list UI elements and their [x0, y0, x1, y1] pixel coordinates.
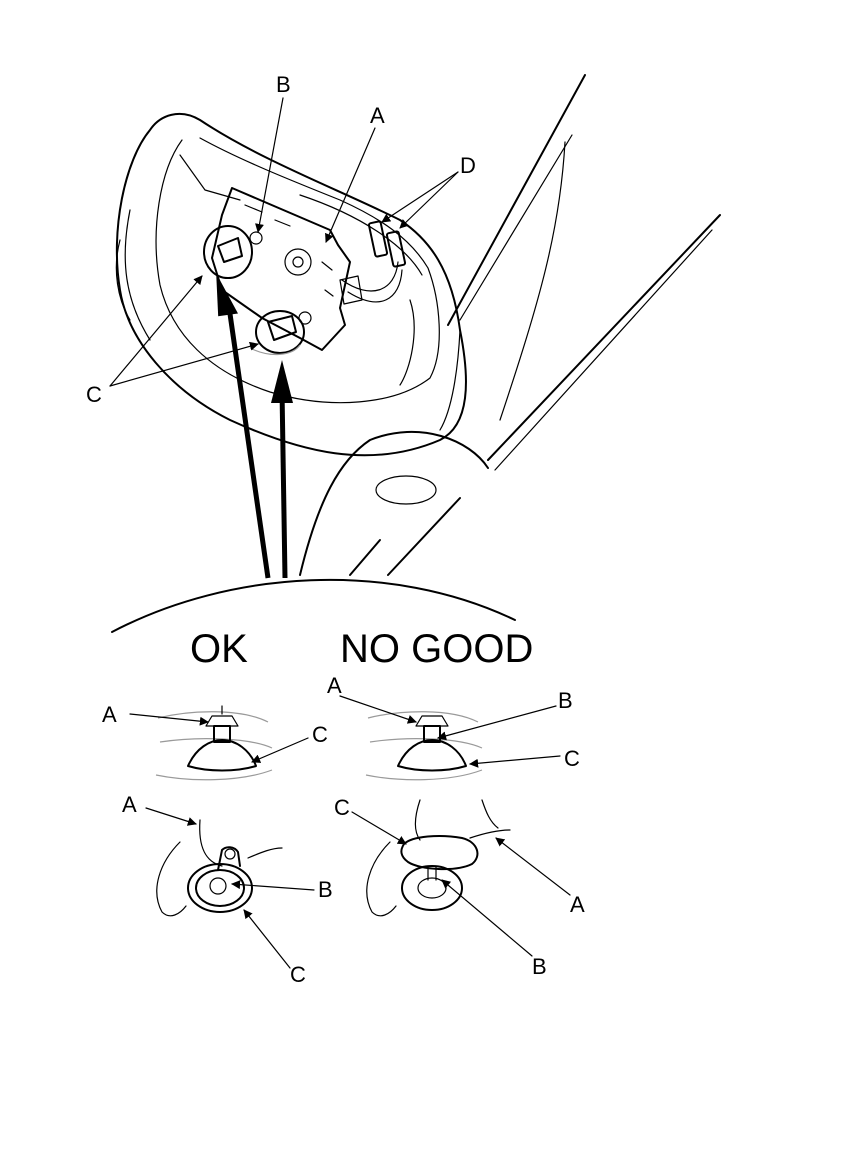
ok-top-label-a: A: [102, 702, 117, 727]
detail-arrows: [216, 273, 293, 579]
door-panel-drawing: [299, 74, 721, 576]
ng-bottom-cushion: [400, 835, 479, 871]
ok-top-cushion: [187, 739, 257, 772]
ng-bottom-label-b: B: [532, 954, 547, 979]
main-label-d: D: [460, 153, 476, 178]
main-label-c: C: [86, 382, 102, 407]
main-label-b: B: [276, 72, 291, 97]
ok-heading: OK: [190, 627, 248, 671]
ng-bottom-detail: [351, 799, 571, 957]
ok-bottom-clip: [195, 869, 245, 907]
ng-top-label-a: A: [327, 673, 342, 698]
ng-bottom-label-a: A: [570, 892, 585, 917]
ng-top-label-b: B: [558, 688, 573, 713]
main-label-a: A: [370, 103, 385, 128]
ok-top-label-c: C: [312, 722, 328, 747]
ok-top-detail: [129, 705, 309, 781]
no-good-heading: NO GOOD: [340, 627, 533, 671]
ok-bottom-label-b: B: [318, 877, 333, 902]
ok-bottom-detail: [145, 807, 315, 969]
detail-separator-arc: [111, 578, 516, 633]
ok-bottom-label-a: A: [122, 792, 137, 817]
ng-top-detail: [339, 695, 561, 781]
ng-top-cushion: [397, 739, 467, 772]
ng-top-label-c: C: [564, 746, 580, 771]
main-callout-leaders: [109, 97, 459, 387]
ok-bottom-label-c: C: [290, 962, 306, 987]
ng-bottom-label-c: C: [334, 795, 350, 820]
mirror-housing-drawing: [115, 112, 467, 457]
